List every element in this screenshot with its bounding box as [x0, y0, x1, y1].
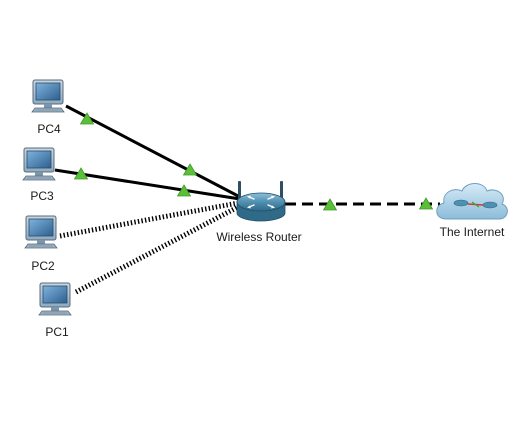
- wireless-router-node[interactable]: Wireless Router: [216, 181, 302, 244]
- link-pc4-router[interactable]: [65, 104, 241, 199]
- wireless-router-icon: [236, 181, 286, 222]
- link-pc2-router-wireless[interactable]: [59, 200, 239, 239]
- pc2-node[interactable]: PC2: [24, 215, 58, 273]
- wireless-router-label: Wireless Router: [216, 230, 301, 244]
- desktop-pc-icon: [24, 215, 58, 249]
- pc1-node[interactable]: PC1: [38, 282, 72, 339]
- pc1-label: PC1: [45, 325, 69, 339]
- link-pc3-router[interactable]: [54, 168, 241, 201]
- cloud-icon: [436, 183, 508, 220]
- internet-label: The Internet: [440, 225, 505, 239]
- link-pc1-router-wireless[interactable]: [74, 204, 240, 295]
- pc4-node[interactable]: PC4: [31, 79, 65, 136]
- desktop-pc-icon: [31, 79, 65, 113]
- pc2-label: PC2: [31, 259, 55, 273]
- desktop-pc-icon: [38, 282, 72, 316]
- desktop-pc-icon: [22, 147, 56, 181]
- internet-cloud-node[interactable]: The Internet: [436, 183, 508, 240]
- pc4-label: PC4: [37, 122, 61, 136]
- links: [54, 104, 440, 295]
- pc3-label: PC3: [30, 189, 54, 203]
- pc3-node[interactable]: PC3: [22, 147, 56, 203]
